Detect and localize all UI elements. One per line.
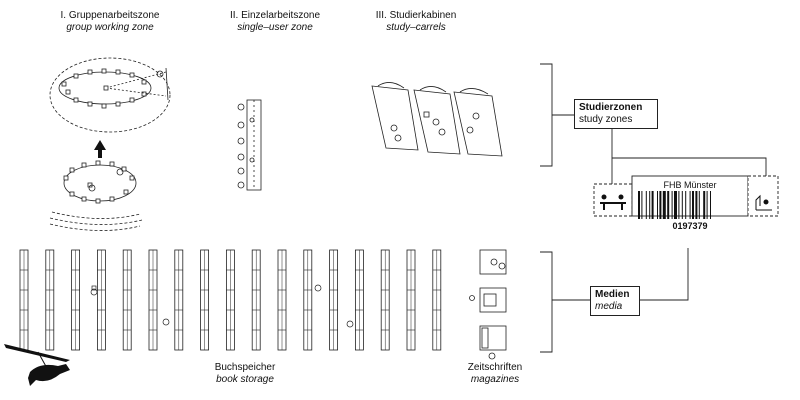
barcode-bar [681, 191, 683, 219]
single-zone-label: II. Einzelarbeitszone single–user zone [220, 10, 330, 34]
barcode-bar [695, 191, 698, 219]
study-zones-box: Studierzonen study zones [574, 99, 658, 129]
card-number: 0197379 [672, 221, 707, 231]
barcode-bar [674, 191, 677, 219]
card-institution: FHB Münster [663, 180, 716, 190]
carrel-icon [755, 194, 772, 211]
barcode-bar [689, 191, 691, 219]
single-zone-subtitle: single–user zone [237, 22, 313, 33]
barcode-bar [667, 191, 670, 219]
group-zone-title: I. Gruppenarbeitszone [60, 10, 160, 21]
barcode-bar [657, 191, 658, 219]
study-carrels-drawing [371, 82, 503, 157]
barcode-bar [649, 191, 651, 219]
single-user-zone-drawing [237, 99, 262, 191]
barcode-bar [678, 191, 680, 219]
magazines-subtitle: magazines [470, 374, 520, 385]
magazines-title: Zeitschriften [467, 362, 523, 373]
storage-readers [90, 284, 354, 328]
barcode-bar [638, 191, 640, 219]
storage-title: Buchspeicher [214, 362, 276, 373]
barcode-bar [651, 191, 654, 219]
magazines-drawing [469, 249, 507, 360]
barcode-bar [645, 191, 647, 219]
media-subtitle: media [595, 301, 623, 312]
barcode-bar [698, 191, 700, 219]
desk-icon [600, 194, 626, 210]
group-table-lower [49, 160, 143, 231]
carrels-label: III. Studierkabinen study–carrels [366, 10, 466, 34]
dog-glider-icon [4, 344, 70, 386]
barcode-bar [641, 191, 643, 219]
storage-label: Buchspeicher book storage [200, 362, 290, 386]
carrels-subtitle: study–carrels [386, 22, 446, 33]
barcode-bar [706, 191, 708, 219]
storage-subtitle: book storage [216, 374, 274, 385]
study-zones-subtitle: study zones [579, 114, 633, 125]
media-box: Medien media [590, 286, 640, 316]
group-zone-subtitle: group working zone [66, 22, 154, 33]
group-working-zone-drawing [49, 57, 171, 133]
barcode-bar [662, 191, 666, 219]
arrow-up-icon [94, 140, 106, 158]
barcode-bar [692, 191, 694, 219]
study-zones-title: Studierzonen [579, 102, 643, 113]
barcode-bar [710, 191, 711, 219]
barcode-bar [659, 191, 662, 219]
book-storage-shelves [19, 249, 442, 351]
group-zone-label: I. Gruppenarbeitszone group working zone [50, 10, 170, 34]
barcode-bar [671, 191, 673, 219]
connectors [540, 63, 767, 353]
barcode-bar [685, 191, 687, 219]
magazines-label: Zeitschriften magazines [460, 362, 530, 386]
single-zone-title: II. Einzelarbeitszone [229, 10, 321, 21]
carrels-title: III. Studierkabinen [375, 10, 457, 21]
media-title: Medien [595, 289, 630, 300]
barcode-bar [703, 191, 706, 219]
barcode [638, 191, 711, 219]
